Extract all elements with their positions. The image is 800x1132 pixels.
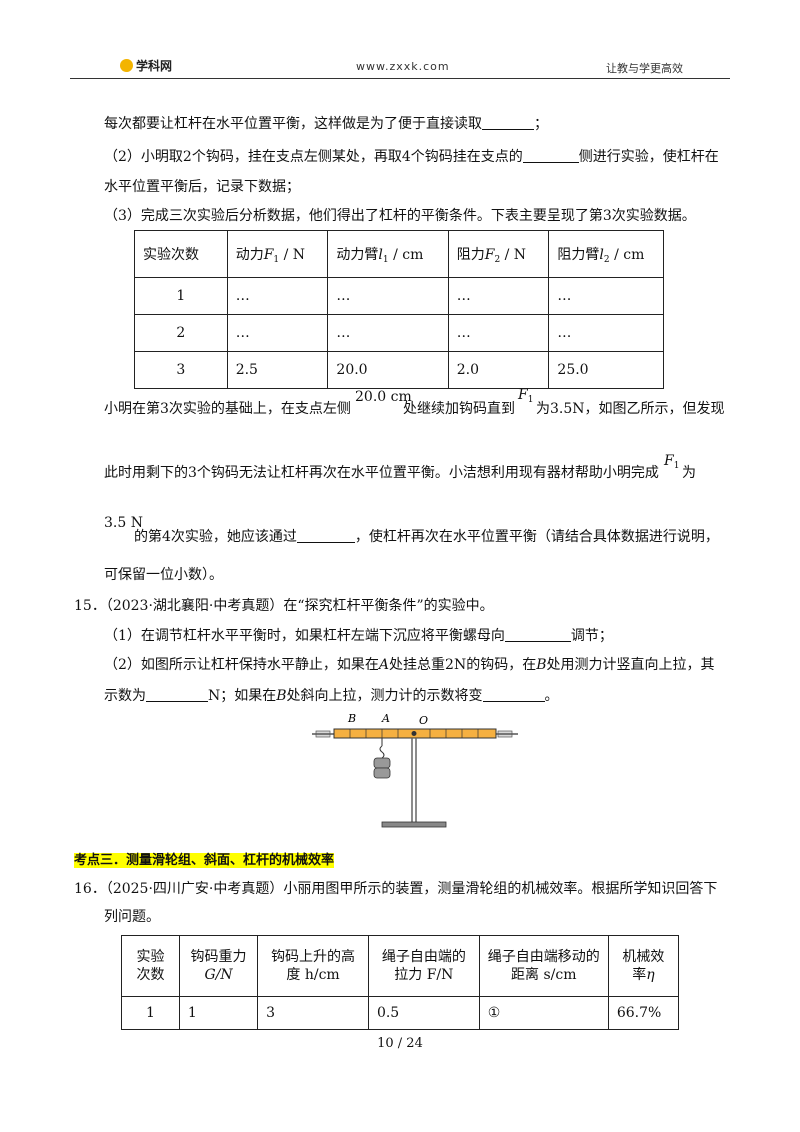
header-url: www.zxxk.com: [356, 60, 450, 73]
q15-part2: （2）如图所示让杠杆保持水平静止，如果在A处挂总重2N的钩码，在B处用测力计竖直…: [104, 657, 715, 673]
q14-data-table: 实验次数 动力F1 / N 动力臂l1 / cm 阻力F2 / N 阻力臂l2 …: [134, 230, 664, 389]
hook: [379, 745, 385, 759]
page-header: [70, 56, 730, 79]
q14-part3: （3）完成三次实验后分析数据，他们得出了杠杆的平衡条件。下表主要呈现了第3次实验…: [104, 208, 696, 224]
label-b: B: [347, 712, 356, 725]
q15-part1: （1）在调节杠杆水平平衡时，如果杠杆左端下沉应将平衡螺母向调节；: [104, 627, 613, 644]
table-cell: 绳子自由端的拉力 F/N: [367, 935, 480, 997]
table-cell: 实验次数: [121, 935, 180, 997]
site-logo: 学科网: [120, 57, 172, 74]
answer-blank: [296, 528, 355, 543]
q14-value: 3.5 N: [104, 515, 143, 531]
q14-part2-cont: 水平位置平衡后，记录下数据；: [104, 179, 300, 195]
q14-para-e: 为: [682, 465, 696, 481]
table-cell: 钩码上升的高度 h/cm: [257, 935, 369, 997]
q14-para-gh: 的第4次实验，她应该通过，使杠杆再次在水平位置平衡（请结合具体数据进行说明，: [134, 528, 719, 545]
q16-line2: 列问题。: [104, 909, 160, 925]
q14-force-symbol-2: F1: [664, 453, 680, 471]
q14-para-c: 为3.5N，如图乙所示，但发现: [536, 401, 725, 417]
lever-figure: B A O: [312, 712, 518, 828]
table-cell: 阻力F2 / N: [447, 230, 550, 278]
table-cell: 绳子自由端移动的距离 s/cm: [478, 935, 609, 997]
table-row: 1 1 3 0.5 ① 66.7%: [121, 996, 680, 1030]
q15-title: 15．（2023·湖北襄阳·中考真题）在“探究杠杆平衡条件”的实验中。: [74, 598, 494, 614]
answer-blank: [146, 687, 208, 702]
label-a: A: [381, 712, 390, 725]
answer-blank: [504, 627, 571, 642]
header-slogan: 让教与学更高效: [606, 62, 683, 75]
table-cell: 阻力臂l2 / cm: [548, 230, 664, 278]
table-cell: 实验次数: [134, 230, 228, 278]
logo-icon: [120, 59, 133, 72]
q14-para-b: 处继续加钩码直到: [403, 401, 515, 417]
table-row: 1 … … … …: [134, 277, 664, 315]
pivot-point: [411, 731, 417, 736]
answer-blank: [522, 148, 579, 163]
lever-tick-marks: [349, 729, 479, 738]
table-cell: 动力臂l1 / cm: [327, 230, 449, 278]
weight-bottom: [373, 767, 391, 779]
section-title: 考点三．测量滑轮组、斜面、杠杆的机械效率: [74, 853, 335, 868]
table-cell: 动力F1 / N: [226, 230, 329, 278]
q14-line1: 每次都要让杠杆在水平位置平衡，这样做是为了便于直接读取；: [104, 115, 548, 132]
table-row: 3 2.5 20.0 2.0 25.0: [134, 351, 664, 389]
label-o: O: [419, 714, 428, 727]
q14-distance: 20.0 cm: [355, 389, 412, 405]
q14-force-symbol: F1: [518, 387, 534, 405]
q14-para-a: 小明在第3次实验的基础上，在支点左侧: [104, 401, 351, 417]
q16-line1: 16．（2025·四川广安·中考真题）小丽用图甲所示的装置，测量滑轮组的机械效率…: [74, 881, 718, 897]
answer-blank: [482, 687, 545, 702]
q14-para-i: 可保留一位小数）。: [104, 567, 223, 583]
q14-para-d: 此时用剩下的3个钩码无法让杠杆再次在水平位置平衡。小洁想利用现有器材帮助小明完成: [104, 465, 659, 481]
table-cell: 机械效率η: [607, 935, 680, 997]
weight-top: [373, 757, 391, 769]
q14-part2: （2）小明取2个钩码，挂在支点左侧某处，再取4个钩码挂在支点的侧进行实验，使杠杆…: [104, 148, 719, 165]
answer-blank: [482, 115, 534, 130]
page-number: 10 / 24: [377, 1036, 423, 1051]
table-header-row: 实验次数 动力F1 / N 动力臂l1 / cm 阻力F2 / N 阻力臂l2 …: [134, 230, 664, 278]
stand-base: [381, 821, 447, 828]
table-row: 2 … … … …: [134, 314, 664, 352]
